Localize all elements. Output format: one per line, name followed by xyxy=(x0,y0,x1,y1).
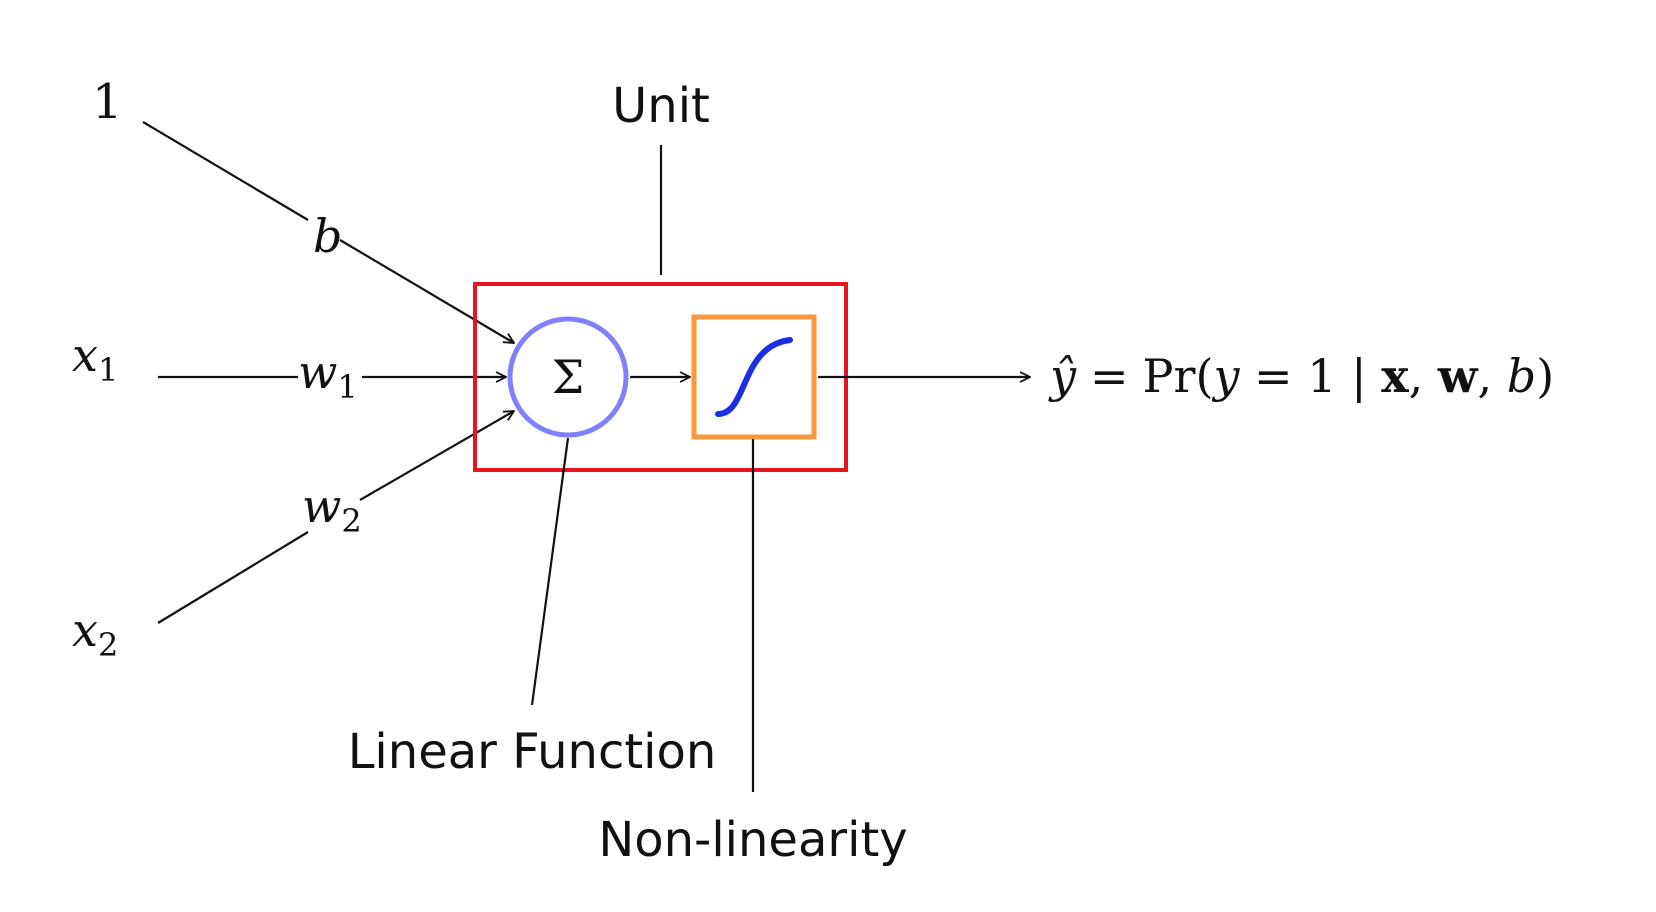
x2-sub: 2 xyxy=(98,626,118,664)
w1-sub: 1 xyxy=(337,368,357,406)
w2-base: w xyxy=(302,479,341,533)
output-formula: ŷ=Pr(y = 1 | x, w, b) xyxy=(1048,349,1554,403)
bias-input-label: 1 xyxy=(92,74,123,130)
nonlinearity-box xyxy=(691,314,817,440)
x1-input-label: x1 xyxy=(72,328,118,389)
sigma-icon: Σ xyxy=(552,350,585,404)
x2-input-label: x2 xyxy=(72,603,118,664)
weight-w1-label: w1 xyxy=(298,345,358,406)
x1-sub: 1 xyxy=(98,351,118,389)
x1-base: x xyxy=(72,328,98,382)
x2-edge-upper xyxy=(359,411,514,501)
nonlinearity-label: Non-linearity xyxy=(598,812,907,868)
x2-base: x xyxy=(72,603,98,657)
weight-w2-label: w2 xyxy=(302,479,362,540)
weight-b-label: b xyxy=(313,209,342,263)
yhat-symbol: ŷ xyxy=(1048,349,1077,403)
sum-node xyxy=(507,316,629,438)
w1-base: w xyxy=(298,345,337,399)
x2-edge-lower xyxy=(157,531,309,624)
w2-sub: 2 xyxy=(341,502,361,540)
sigmoid-curve-icon xyxy=(715,337,793,417)
linear-function-connector xyxy=(530,437,570,706)
unit-label: Unit xyxy=(612,78,710,134)
bias-edge-upper xyxy=(142,121,309,221)
bias-edge-lower xyxy=(339,239,514,343)
linear-function-label: Linear Function xyxy=(348,724,717,780)
